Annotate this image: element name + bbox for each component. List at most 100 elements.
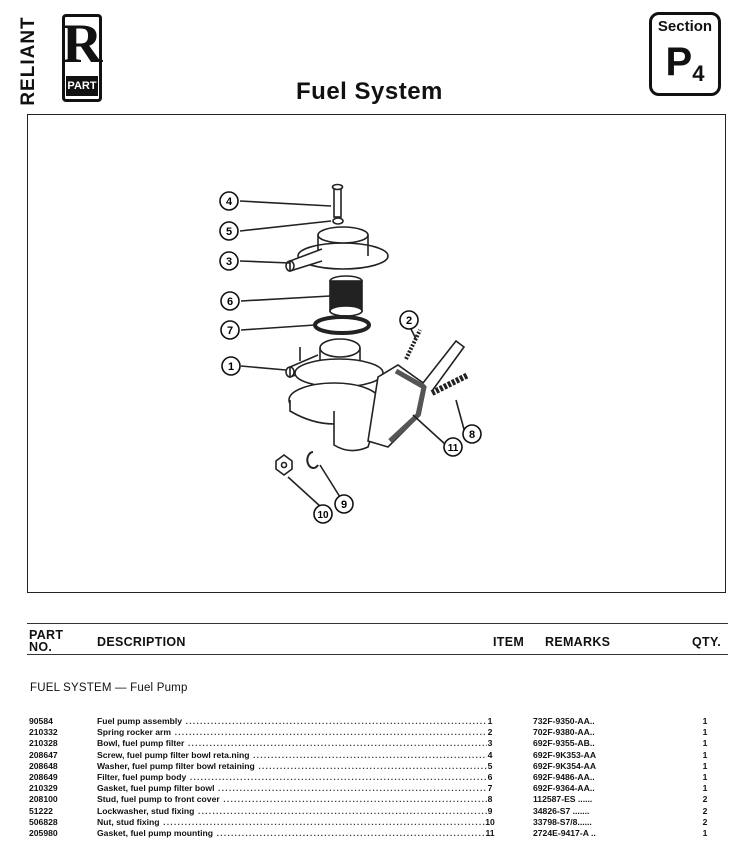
item-number: 11 bbox=[485, 827, 495, 838]
leader-7 bbox=[240, 324, 316, 331]
remarks: 692F-9K353-AA bbox=[533, 749, 597, 760]
brand-wordmark: RELIANT bbox=[18, 16, 39, 106]
callout-7: 7 bbox=[220, 320, 240, 340]
svg-text:6: 6 bbox=[227, 296, 233, 308]
quantity: 2 bbox=[702, 816, 708, 827]
section-badge bbox=[649, 12, 721, 96]
item-number: 4 bbox=[487, 749, 493, 760]
table-row: 208647 Screw, fuel pump filter bowl reta.… bbox=[27, 750, 728, 761]
part-number: 210329 bbox=[29, 783, 58, 794]
description-text: Fuel pump assembly bbox=[97, 716, 183, 726]
part-washer bbox=[332, 217, 344, 225]
remarks: 692F-9486-AA.. bbox=[533, 771, 595, 782]
part-number: 506828 bbox=[29, 816, 58, 827]
svg-text:3: 3 bbox=[226, 256, 232, 268]
table-row: 506828 Nut, stud fixing .................… bbox=[27, 817, 728, 828]
part-bowl-top bbox=[317, 226, 369, 244]
description-cell: Stud, fuel pump to front cover .........… bbox=[97, 794, 487, 805]
description-cell: Spring rocker arm ......................… bbox=[97, 727, 487, 738]
leader-5 bbox=[239, 220, 332, 232]
description-text: Lockwasher, stud fixing bbox=[97, 805, 195, 816]
logo-letter: R bbox=[62, 13, 103, 75]
description-cell: Gasket, fuel pump filter bowl ..........… bbox=[97, 783, 487, 794]
section-letter: P bbox=[665, 40, 693, 84]
description-cell: Fuel pump assembly .....................… bbox=[97, 716, 487, 727]
quantity: 1 bbox=[702, 827, 708, 838]
section-number: 4 bbox=[692, 61, 705, 86]
description-text: Gasket, fuel pump filter bowl bbox=[97, 783, 215, 794]
leader-dots: ........................................… bbox=[174, 727, 487, 738]
remarks: 2724E-9417-A .. bbox=[533, 827, 596, 838]
remarks: 702F-9380-AA.. bbox=[533, 727, 595, 738]
callout-1: 1 bbox=[221, 356, 241, 376]
fuel-pump-illustration: 4 5 3 6 7 2 1 8 11 9 10 bbox=[219, 183, 482, 524]
callout-9: 9 bbox=[334, 494, 354, 514]
quantity: 1 bbox=[702, 749, 708, 760]
description-text: Bowl, fuel pump filter bbox=[97, 738, 185, 749]
callout-4: 4 bbox=[219, 191, 239, 211]
part-nut bbox=[275, 454, 293, 476]
quantity: 1 bbox=[702, 783, 708, 794]
quantity: 2 bbox=[702, 805, 708, 816]
leader-dots: ........................................… bbox=[258, 760, 487, 771]
leader-2 bbox=[410, 328, 417, 340]
table-row: 205980 Gasket, fuel pump mounting .......… bbox=[27, 828, 728, 839]
callout-3: 3 bbox=[219, 251, 239, 271]
svg-text:9: 9 bbox=[341, 499, 347, 511]
part-number: 208648 bbox=[29, 760, 58, 771]
col-header-item: ITEM bbox=[493, 635, 525, 649]
leader-dots: ........................................… bbox=[216, 827, 487, 838]
col-header-qty: QTY. bbox=[692, 635, 721, 649]
remarks: 692F-9355-AB.. bbox=[533, 738, 595, 749]
item-number: 5 bbox=[487, 760, 493, 771]
part-number: 208647 bbox=[29, 749, 58, 760]
callout-5: 5 bbox=[219, 221, 239, 241]
part-number: 90584 bbox=[29, 716, 53, 726]
col-header-part-no-line2: NO. bbox=[29, 640, 53, 654]
svg-text:5: 5 bbox=[226, 226, 232, 238]
leader-dots: ........................................… bbox=[189, 771, 487, 782]
part-number: 205980 bbox=[29, 827, 58, 838]
leader-dots: ........................................… bbox=[185, 716, 487, 726]
group-title: FUEL SYSTEM — Fuel Pump bbox=[30, 682, 188, 694]
part-gasket-ring bbox=[313, 315, 371, 335]
remarks: 692F-9K354-AA bbox=[533, 760, 597, 771]
callout-11: 11 bbox=[443, 437, 463, 457]
part-filter-body bbox=[329, 280, 363, 312]
section-code: P4 bbox=[649, 40, 721, 87]
logo-sub: PART bbox=[66, 76, 98, 96]
part-number: 210328 bbox=[29, 738, 58, 749]
description-cell: Gasket, fuel pump mounting .............… bbox=[97, 828, 487, 839]
item-number: 6 bbox=[487, 771, 493, 782]
leader-8 bbox=[455, 399, 466, 434]
part-gasket-mounting bbox=[388, 368, 427, 443]
description-text: Filter, fuel pump body bbox=[97, 771, 187, 782]
leader-dots: ........................................… bbox=[253, 749, 487, 760]
quantity: 1 bbox=[702, 727, 708, 738]
svg-text:2: 2 bbox=[406, 315, 412, 327]
part-nut-hole bbox=[280, 461, 288, 469]
col-header-part-no-line1: PART bbox=[29, 628, 64, 642]
description-cell: Nut, stud fixing .......................… bbox=[97, 817, 487, 828]
part-bowl-outlet-end bbox=[285, 260, 295, 272]
page-title: Fuel System bbox=[296, 78, 443, 105]
description-text: Nut, stud fixing bbox=[97, 816, 160, 827]
part-pump-base bbox=[333, 411, 379, 452]
description-text: Washer, fuel pump filter bowl retaining bbox=[97, 760, 255, 771]
leader-9 bbox=[319, 464, 341, 498]
col-header-part-no: PART NO. bbox=[29, 628, 64, 654]
part-number: 51222 bbox=[29, 805, 53, 816]
callout-10: 10 bbox=[313, 504, 333, 524]
svg-text:8: 8 bbox=[469, 429, 475, 441]
part-bowl-outlet bbox=[289, 248, 323, 273]
description-text: Screw, fuel pump filter bowl reta.ning bbox=[97, 749, 250, 760]
table-row: 210329 Gasket, fuel pump filter bowl ....… bbox=[27, 783, 728, 794]
exploded-diagram: 4 5 3 6 7 2 1 8 11 9 10 bbox=[27, 114, 726, 593]
description-text: Stud, fuel pump to front cover bbox=[97, 794, 220, 805]
part-rocker-arm bbox=[422, 339, 466, 392]
remarks: 34826-S7 ....... bbox=[533, 805, 590, 816]
callout-8: 8 bbox=[462, 424, 482, 444]
leader-10 bbox=[287, 476, 322, 508]
